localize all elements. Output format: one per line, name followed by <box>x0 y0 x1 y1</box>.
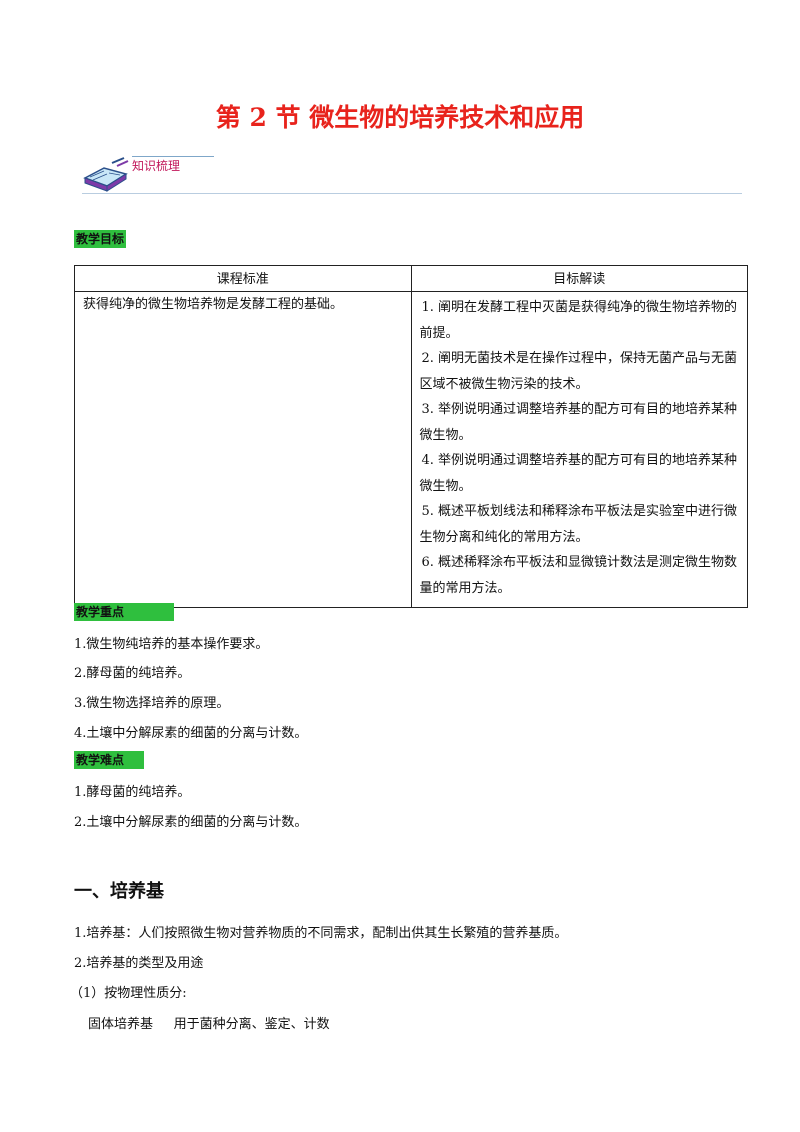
knowledge-banner: 知识梳理 <box>82 152 742 198</box>
goal-table: 课程标准 目标解读 获得纯净的微生物培养物是发酵工程的基础。 1. 阐明在发酵工… <box>74 265 748 608</box>
key-point: 4.土壤中分解尿素的细菌的分离与计数。 <box>74 726 308 741</box>
standard-cell: 获得纯净的微生物培养物是发酵工程的基础。 <box>74 291 412 608</box>
key-point: 2.酵母菌的纯培养。 <box>74 666 191 681</box>
goal-item: 6. 概述稀释涂布平板法和显微镜计数法是测定微生物数量的常用方法。 <box>419 555 738 596</box>
difficult-point: 1.酵母菌的纯培养。 <box>74 785 191 800</box>
paragraph: 1.培养基：人们按照微生物对营养物质的不同需求，配制出供其生长繁殖的营养基质。 <box>74 926 568 941</box>
section-heading: 一、培养基 <box>74 881 164 902</box>
page-title: 第 2 节 微生物的培养技术和应用 <box>215 103 585 132</box>
goal-item: 5. 概述平板划线法和稀释涂布平板法是实验室中进行微生物分离和纯化的常用方法。 <box>419 504 738 545</box>
header-interpretation: 目标解读 <box>410 265 748 292</box>
banner-top-line <box>132 156 214 157</box>
header-standard: 课程标准 <box>74 265 412 292</box>
key-points-tag: 教学重点 <box>74 603 175 621</box>
goals-tag: 教学目标 <box>74 230 127 248</box>
goal-item: 3. 举例说明通过调整培养基的配方可有目的地培养某种微生物。 <box>419 402 738 443</box>
difficult-points-tag: 教学难点 <box>74 751 145 769</box>
goal-item: 4. 举例说明通过调整培养基的配方可有目的地培养某种微生物。 <box>419 453 738 494</box>
banner-divider <box>82 193 742 194</box>
goal-item: 1. 阐明在发酵工程中灭菌是获得纯净的微生物培养物的前提。 <box>419 300 738 341</box>
paragraph: （1）按物理性质分: <box>70 986 187 1001</box>
paragraph: 2.培养基的类型及用途 <box>74 956 204 971</box>
open-book-icon <box>83 157 129 192</box>
paragraph: 固体培养基 用于菌种分离、鉴定、计数 <box>88 1017 330 1032</box>
key-point: 1.微生物纯培养的基本操作要求。 <box>74 637 269 652</box>
key-point: 3.微生物选择培养的原理。 <box>74 696 230 711</box>
banner-label: 知识梳理 <box>132 159 181 173</box>
interpretation-cell: 1. 阐明在发酵工程中灭菌是获得纯净的微生物培养物的前提。 2. 阐明无菌技术是… <box>410 291 748 608</box>
goal-item: 2. 阐明无菌技术是在操作过程中，保持无菌产品与无菌区域不被微生物污染的技术。 <box>419 351 738 392</box>
difficult-point: 2.土壤中分解尿素的细菌的分离与计数。 <box>74 815 308 830</box>
